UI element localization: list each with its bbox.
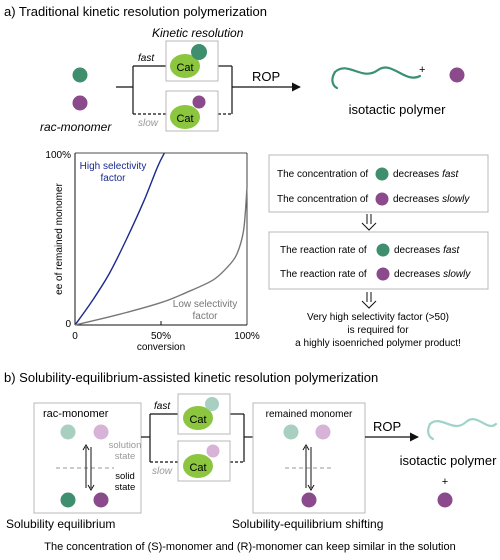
r-monomer-dot [449, 67, 465, 83]
kinetic-resolution-label: Kinetic resolution [152, 26, 244, 40]
solid-state-label: state [115, 482, 136, 493]
solubility-equilibrium-box: rac-monomer solution state solid state [33, 402, 142, 514]
catalyst-fast-box: Cat [165, 40, 219, 82]
s-monomer-solution-dot [60, 424, 76, 440]
catalyst-slow-box: Cat [177, 440, 231, 482]
polymer-chain-icon [427, 422, 435, 441]
rac-monomer-label: rac-monomer [40, 120, 112, 134]
section-b-title: b) Solubility-equilibrium-assisted kinet… [4, 370, 378, 385]
remained-monomer-box: remained monomer [252, 402, 366, 514]
cat-label: Cat [189, 414, 206, 426]
caption-solubility-equilibrium: Solubility equilibrium [6, 517, 115, 531]
conclusion-line: a highly isoenriched polymer product! [295, 338, 461, 349]
high-series-label: High selectivity [80, 161, 147, 172]
s-monomer-dot [376, 243, 390, 257]
solution-state-label: state [115, 451, 136, 462]
implies-arrow-icon [361, 292, 377, 309]
plus-sign: + [419, 64, 425, 76]
polymer-chain-icon [333, 66, 422, 79]
rate-row-slow: The reaction rate of [280, 269, 367, 280]
implies-arrow-icon [361, 214, 377, 231]
s-monomer-solid-dot [60, 492, 76, 508]
r-monomer-dot [206, 444, 220, 458]
concentration-row-slow: The concentration of [277, 194, 368, 205]
s-monomer-dot [72, 67, 88, 83]
product-label: isotactic polymer [349, 102, 446, 117]
cat-label: Cat [189, 462, 206, 474]
solid-state-label: solid [115, 471, 135, 482]
cat-label: Cat [176, 113, 193, 125]
rop-label: ROP [252, 69, 280, 84]
r-monomer-dot [437, 492, 453, 508]
low-series-label: Low selectivity [173, 299, 237, 310]
catalyst-blob [170, 105, 200, 129]
rate-row-fast: The reaction rate of [280, 245, 367, 256]
rop-label: ROP [373, 419, 401, 434]
low-series-label: factor [192, 311, 218, 322]
y-axis-label: ee of remained monomer [54, 182, 65, 294]
y-tick-label: 100% [45, 150, 71, 161]
r-monomer-dot [375, 192, 389, 206]
polymer-chain-icon [331, 70, 339, 90]
r-monomer-dot [72, 95, 88, 111]
r-monomer-solid-dot [301, 492, 317, 508]
polymer-chain-icon [428, 418, 498, 428]
cat-label: Cat [176, 62, 193, 74]
s-monomer-dot [205, 397, 219, 411]
slow-label: slow [152, 466, 173, 477]
x-tick-label: 100% [234, 331, 260, 342]
catalyst-blob [183, 406, 213, 430]
r-monomer-dot [376, 267, 390, 281]
y-tick-label: 0 [65, 319, 71, 330]
rac-monomer-label: rac-monomer [43, 408, 109, 420]
remained-monomer-label: remained monomer [266, 409, 353, 420]
solution-state-label: solution [109, 440, 142, 451]
slow-label: slow [138, 118, 159, 129]
catalyst-blob [183, 454, 213, 478]
catalyst-blob [170, 54, 200, 78]
s-monomer-dot [375, 167, 389, 181]
caption-equilibrium-shifting: Solubility-equilibrium shifting [232, 517, 383, 531]
high-selectivity-curve [74, 152, 166, 326]
s-monomer-dot [191, 44, 207, 60]
plus-sign: + [442, 476, 448, 488]
r-monomer-solid-dot [93, 492, 109, 508]
r-monomer-solution-dot [315, 424, 331, 440]
ee-chart: 100% 0 0 50% 100% conversion ee of remai… [45, 150, 259, 353]
product-label: isotactic polymer [400, 453, 497, 468]
fast-label: fast [154, 401, 171, 412]
conclusion-line: Very high selectivity factor (>50) [307, 312, 449, 323]
x-axis-label: conversion [137, 342, 185, 353]
r-monomer-solution-dot [93, 424, 109, 440]
low-selectivity-curve [74, 187, 248, 326]
catalyst-slow-box: Cat [165, 90, 219, 132]
fast-label: fast [138, 53, 155, 64]
section-a-title: a) Traditional kinetic resolution polyme… [4, 4, 267, 19]
x-tick-label: 50% [151, 331, 171, 342]
conclusion-line: is required for [347, 325, 409, 336]
s-monomer-solution-dot [283, 424, 299, 440]
r-monomer-dot [192, 95, 206, 109]
concentration-row-fast: The concentration of [277, 169, 368, 180]
catalyst-fast-box: Cat [177, 393, 231, 435]
x-tick-label: 0 [72, 331, 78, 342]
high-series-label: factor [100, 173, 126, 184]
footer-note: The concentration of (S)-monomer and (R)… [44, 541, 455, 553]
